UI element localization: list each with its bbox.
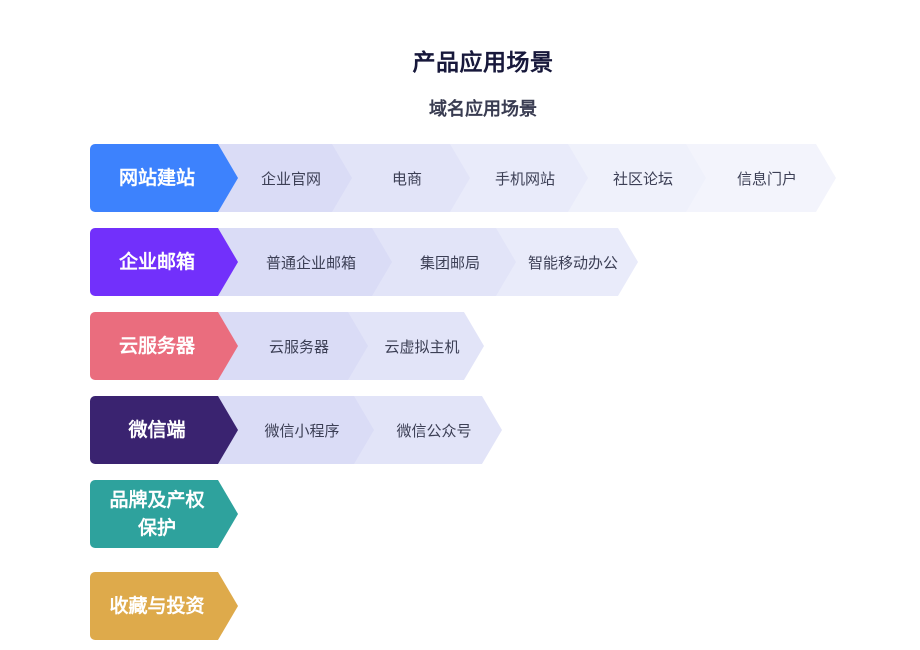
scenario-chip[interactable]: 微信小程序	[218, 396, 374, 464]
category-row-wechat: 微信端 微信小程序 微信公众号	[90, 396, 502, 464]
category-label-email[interactable]: 企业邮箱	[90, 228, 238, 296]
category-row-website: 网站建站 企业官网 电商 手机网站 社区论坛 信息门户	[90, 144, 836, 212]
scenario-chip[interactable]: 智能移动办公	[496, 228, 638, 296]
scenario-chip[interactable]: 企业官网	[218, 144, 352, 212]
category-label-wechat[interactable]: 微信端	[90, 396, 238, 464]
category-label-collection-investment[interactable]: 收藏与投资	[90, 572, 238, 640]
category-row-cloud-server: 云服务器 云服务器 云虚拟主机	[90, 312, 484, 380]
category-row-brand-protection: 品牌及产权保护	[90, 480, 238, 548]
scenario-chip[interactable]: 普通企业邮箱	[218, 228, 392, 296]
page-subtitle: 域名应用场景	[429, 99, 537, 120]
category-label-brand-protection[interactable]: 品牌及产权保护	[90, 480, 238, 548]
category-label-website[interactable]: 网站建站	[90, 144, 238, 212]
category-row-email: 企业邮箱 普通企业邮箱 集团邮局 智能移动办公	[90, 228, 638, 296]
scenario-chip[interactable]: 电商	[332, 144, 470, 212]
category-label-cloud-server[interactable]: 云服务器	[90, 312, 238, 380]
scenario-chip[interactable]: 集团邮局	[372, 228, 516, 296]
scenario-chip[interactable]: 社区论坛	[568, 144, 706, 212]
page-title: 产品应用场景	[412, 50, 554, 76]
scenario-chip[interactable]: 手机网站	[450, 144, 588, 212]
scenario-chip[interactable]: 云服务器	[218, 312, 368, 380]
scenario-chip[interactable]: 云虚拟主机	[348, 312, 484, 380]
category-row-collection-investment: 收藏与投资	[90, 572, 238, 640]
scenario-chip[interactable]: 微信公众号	[354, 396, 502, 464]
scenario-chip[interactable]: 信息门户	[686, 144, 836, 212]
